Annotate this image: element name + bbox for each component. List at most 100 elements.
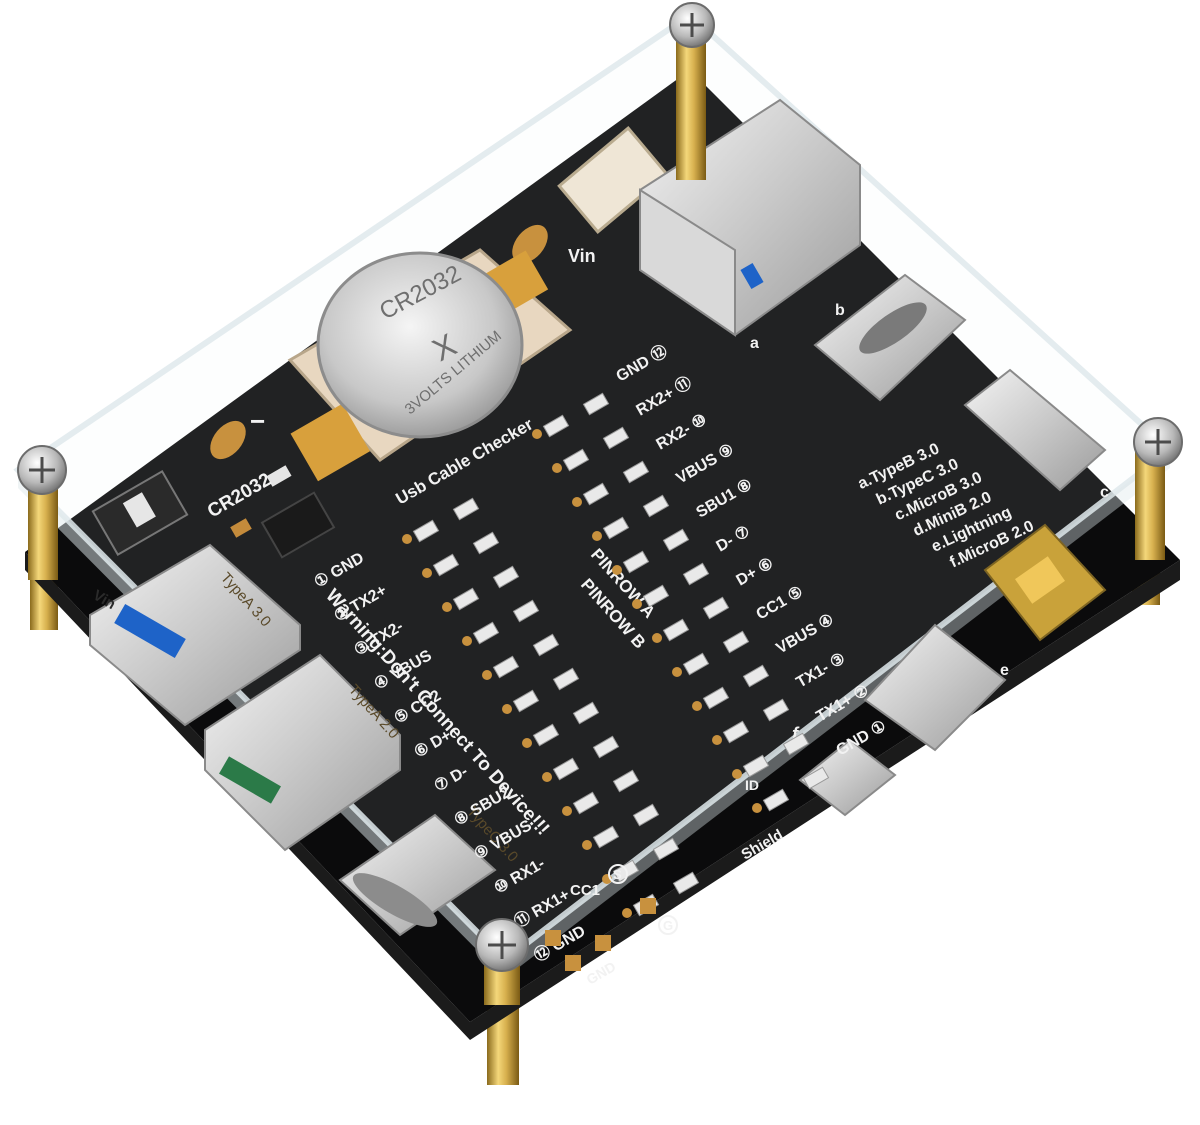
screw-slot: [488, 931, 516, 959]
led-indicator: [572, 701, 600, 725]
led-indicator: [682, 562, 710, 586]
microb2-port[interactable]: [798, 738, 897, 817]
led-indicator: [562, 448, 590, 472]
cc1-label: CC1: [570, 882, 600, 899]
led-pad: [532, 429, 542, 439]
bottom-pad: [545, 930, 561, 946]
typea3-port[interactable]: [89, 543, 301, 727]
led-indicator: [492, 565, 520, 589]
led-indicator: [432, 553, 460, 577]
typec-port-right-opening: [859, 302, 927, 354]
led-indicator: [662, 528, 690, 552]
led-pad: [502, 704, 512, 714]
bottom-pad: [640, 898, 656, 914]
minus-mark: −: [250, 406, 265, 436]
slide-switch-knob[interactable]: [122, 492, 156, 528]
typea2-port[interactable]: [204, 653, 401, 852]
led-indicator: [472, 621, 500, 645]
led-pad: [542, 772, 552, 782]
led-pad: [732, 769, 742, 779]
led-indicator: [622, 550, 650, 574]
led-indicator: [762, 788, 790, 812]
standoff-right: [1135, 450, 1165, 560]
led-pad: [552, 463, 562, 473]
screw-slot: [680, 13, 704, 37]
led-pad: [582, 840, 592, 850]
led-indicator: [702, 596, 730, 620]
led-indicator: [602, 516, 630, 540]
led-indicator: [452, 587, 480, 611]
led-pad: [462, 636, 472, 646]
led-indicator: [512, 599, 540, 623]
led-array-b: [402, 497, 700, 918]
led-indicator: [512, 689, 540, 713]
id-label: ID: [745, 777, 759, 793]
led-indicator: [682, 652, 710, 676]
led-indicator: [722, 720, 750, 744]
led-indicator: [592, 735, 620, 759]
led-pad: [592, 531, 602, 541]
led-pad: [652, 633, 662, 643]
g-mark: G: [663, 918, 673, 933]
mark-e: e: [1000, 662, 1009, 679]
led-pad: [522, 738, 532, 748]
led-indicator: [642, 584, 670, 608]
screw-slot: [29, 457, 55, 483]
led-pad: [752, 803, 762, 813]
led-indicator: [672, 871, 700, 895]
led-indicator: [532, 723, 560, 747]
solder-pad: [210, 420, 246, 460]
led-indicator: [622, 460, 650, 484]
led-indicator: [582, 482, 610, 506]
power-jst-connector[interactable]: [557, 125, 669, 235]
led-indicator: [492, 655, 520, 679]
led-indicator: [612, 769, 640, 793]
led-pad: [422, 568, 432, 578]
led-indicator: [702, 686, 730, 710]
s-mark-ring: [608, 864, 628, 884]
bottom-pad: [565, 955, 581, 971]
led-indicator: [412, 519, 440, 543]
lightning-port[interactable]: [863, 623, 1007, 752]
microb3-port[interactable]: [963, 368, 1107, 492]
smd-resistor: [266, 465, 292, 487]
mark-a: a: [750, 335, 759, 352]
led-pad: [672, 667, 682, 677]
led-indicator: [542, 414, 570, 438]
led-pad: [612, 565, 622, 575]
led-pad: [442, 602, 452, 612]
led-indicator: [592, 825, 620, 849]
mark-b: b: [835, 302, 845, 319]
typeb-port-blue: [740, 262, 764, 290]
vin-label: Vin: [568, 246, 596, 266]
led-indicator: [662, 618, 690, 642]
led-pad: [402, 534, 412, 544]
led-indicator: [552, 757, 580, 781]
led-indicator: [762, 698, 790, 722]
led-indicator: [602, 426, 630, 450]
led-pad: [562, 806, 572, 816]
led-pad: [632, 599, 642, 609]
bottom-pad: [595, 935, 611, 951]
mark-f: f: [792, 724, 800, 744]
led-indicator: [742, 664, 770, 688]
led-indicator: [722, 630, 750, 654]
led-indicator: [552, 667, 580, 691]
typea3-port-blue: [114, 603, 186, 659]
led-pad: [622, 908, 632, 918]
minib-port-inner: [1015, 556, 1065, 604]
led-indicator: [802, 766, 830, 790]
led-indicator: [642, 494, 670, 518]
led-pad: [482, 670, 492, 680]
led-indicator: [572, 791, 600, 815]
g-mark-ring: [658, 915, 678, 935]
led-indicator: [632, 803, 660, 827]
led-indicator: [452, 497, 480, 521]
led-pad: [692, 701, 702, 711]
led-indicator: [582, 392, 610, 416]
led-pad: [712, 735, 722, 745]
s-mark: S: [613, 867, 622, 882]
coin-cell: [316, 251, 524, 439]
led-indicator: [742, 754, 770, 778]
